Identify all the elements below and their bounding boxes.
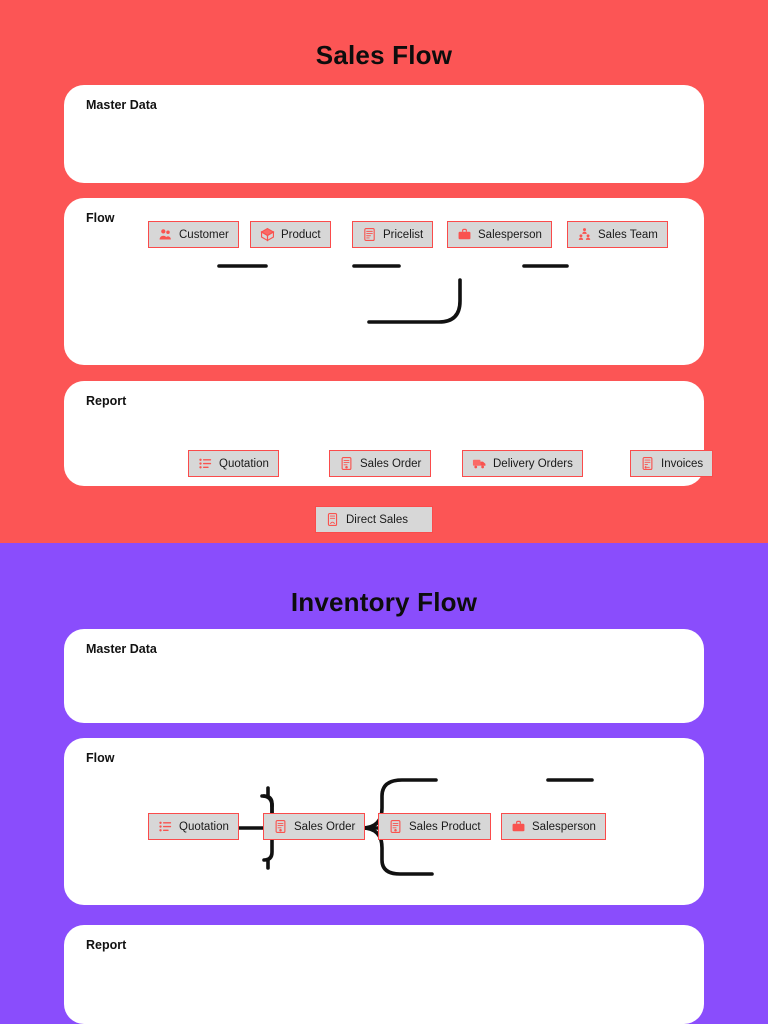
- node-label: Sales Team: [598, 228, 658, 241]
- document-icon: [390, 820, 401, 833]
- truck-icon: [472, 459, 486, 469]
- box-icon: [260, 227, 275, 242]
- node-label: Quotation: [179, 820, 229, 833]
- customers-icon: [159, 229, 171, 240]
- receipt-icon: [327, 513, 338, 526]
- node-label: Sales Order: [360, 457, 422, 470]
- list-icon: [199, 458, 212, 469]
- document-icon: [341, 457, 352, 470]
- node-product[interactable]: Product: [250, 221, 331, 248]
- node-report-quotation[interactable]: Quotation: [148, 813, 239, 840]
- node-label: Salesperson: [532, 820, 596, 833]
- node-report-sales-order[interactable]: Sales Order: [263, 813, 366, 840]
- sales-master-data-label: Master Data: [86, 98, 157, 112]
- invoice-icon: [642, 457, 653, 470]
- inventory-report-card: Report Stock Movements: [64, 925, 704, 1024]
- node-sales-team[interactable]: Sales Team: [567, 221, 668, 248]
- node-customer[interactable]: Customer: [148, 221, 239, 248]
- node-report-sales-product[interactable]: Sales Product: [378, 813, 491, 840]
- inventory-flow-title: Inventory Flow: [290, 587, 478, 617]
- document-icon: [275, 820, 286, 833]
- sales-report-label: Report: [86, 394, 127, 408]
- node-direct-sales[interactable]: Direct Sales: [315, 506, 433, 533]
- node-label: Invoices: [661, 457, 704, 470]
- node-label: Quotation: [219, 457, 269, 470]
- sales-flow-title: Sales Flow: [315, 40, 453, 70]
- node-pricelist[interactable]: Pricelist: [352, 221, 434, 248]
- sales-master-data-card: Master Data Customer Product: [64, 85, 704, 248]
- sales-flow-label: Flow: [86, 211, 115, 225]
- briefcase-icon: [512, 820, 525, 832]
- inventory-master-data-label: Master Data: [86, 642, 157, 656]
- node-quotation[interactable]: Quotation: [188, 450, 279, 477]
- node-sales-order[interactable]: Sales Order: [329, 450, 432, 477]
- node-label: Pricelist: [383, 228, 424, 241]
- inventory-flow-label: Flow: [86, 751, 115, 765]
- node-label: Product: [281, 228, 321, 241]
- node-label: Sales Product: [409, 820, 481, 833]
- briefcase-icon: [458, 228, 471, 240]
- inventory-report-label: Report: [86, 938, 127, 952]
- pricelist-icon: [364, 228, 375, 241]
- node-delivery-orders[interactable]: Delivery Orders: [462, 450, 583, 477]
- node-label: Delivery Orders: [493, 457, 573, 470]
- node-label: Direct Sales: [346, 513, 408, 526]
- list-icon: [159, 821, 172, 832]
- team-icon: [578, 228, 591, 240]
- node-label: Sales Order: [294, 820, 356, 833]
- node-invoices[interactable]: Invoices: [630, 450, 714, 477]
- node-report-salesperson[interactable]: Salesperson: [501, 813, 606, 840]
- node-label: Salesperson: [478, 228, 542, 241]
- node-label: Customer: [179, 228, 229, 241]
- inventory-master-data-card: Master Data Product Lot/Serial Number: [64, 629, 704, 723]
- node-salesperson[interactable]: Salesperson: [447, 221, 552, 248]
